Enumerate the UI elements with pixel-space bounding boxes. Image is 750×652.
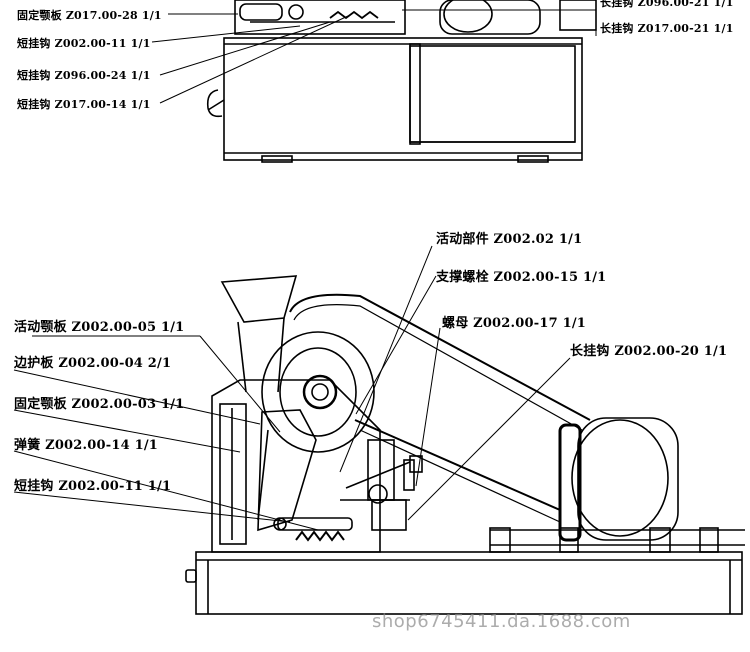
label-short-hook-top-1: 短挂钩 Z002.00-11 1/1: [17, 37, 151, 50]
watermark: shop6745411.da.1688.com: [372, 611, 631, 632]
label-short-hook-top-3: 短挂钩 Z017.00-14 1/1: [17, 98, 151, 111]
bottom-machine: [185, 275, 745, 615]
label-support-bolt: 支撑螺栓 Z002.00-15 1/1: [436, 270, 607, 285]
label-long-hook-bottom: 长挂钩 Z002.00-20 1/1: [570, 344, 728, 359]
label-fixed-jaw-plate: 固定颚板 Z002.00-03 1/1: [14, 397, 185, 412]
label-long-hook-top-2: 长挂钩 Z017.00-21 1/1: [600, 22, 734, 35]
label-long-hook-top-1: 长挂钩 Z096.00-21 1/1: [600, 0, 734, 9]
label-spring: 弹簧 Z002.00-14 1/1: [14, 438, 159, 453]
leader-lines: [13, 4, 597, 531]
label-fixed-jaw-plate-top: 固定颚板 Z017.00-28 1/1: [17, 9, 162, 22]
label-moving-assembly: 活动部件 Z002.02 1/1: [436, 232, 583, 247]
top-machine: [206, 0, 597, 163]
label-swing-jaw-plate: 活动颚板 Z002.00-05 1/1: [14, 320, 185, 335]
label-nut: 螺母 Z002.00-17 1/1: [442, 316, 587, 331]
label-short-hook-top-2: 短挂钩 Z096.00-24 1/1: [17, 69, 151, 82]
label-short-hook-bottom: 短挂钩 Z002.00-11 1/1: [14, 479, 172, 494]
label-side-guard-plate: 边护板 Z002.00-04 2/1: [14, 356, 172, 371]
